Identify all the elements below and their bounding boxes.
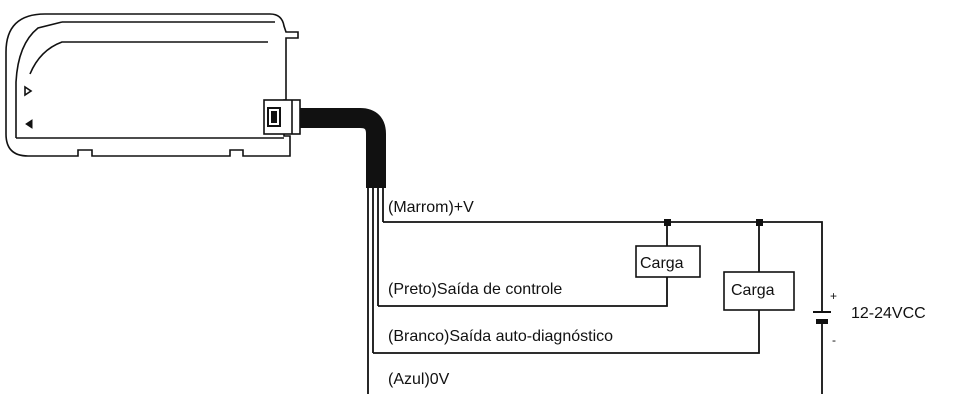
power-supply: + - 12-24VCC — [813, 289, 926, 347]
load-2: Carga — [723, 271, 795, 311]
wire-black-label: (Preto)Saída de controle — [388, 281, 562, 298]
wire-white-label: (Branco)Saída auto-diagnóstico — [388, 328, 613, 345]
sensor-cable — [300, 108, 386, 188]
junction-dot-load-1 — [664, 219, 671, 226]
supply-voltage-label: 12-24VCC — [851, 305, 926, 322]
load-1-box — [635, 245, 701, 278]
load-1-label: Carga — [640, 255, 684, 272]
wire-brown-label: (Marrom)+V — [388, 199, 474, 216]
indicator-left-icon — [25, 119, 33, 129]
wire-brown-line — [383, 221, 823, 312]
sensor-cover-curve — [15, 21, 63, 83]
cable-connector — [263, 99, 301, 135]
sensor-body-outline — [5, 13, 299, 157]
load-2-box — [723, 271, 795, 311]
wire-black-line — [378, 277, 668, 307]
wire-leads — [367, 188, 384, 394]
indicator-right-icon — [24, 85, 33, 97]
sensor-amplifier — [5, 13, 299, 157]
sensor-cover-inner-curve — [29, 41, 268, 75]
connector-plug-core — [271, 111, 277, 123]
load-1: Carga — [635, 245, 701, 278]
battery-minus-sign: - — [832, 333, 836, 347]
wire-blue-label: (Azul)0V — [388, 371, 450, 388]
junction-dot-load-2 — [756, 219, 763, 226]
load-2-label: Carga — [731, 282, 775, 299]
battery-short-plate — [816, 319, 828, 324]
battery-plus-sign: + — [830, 289, 837, 303]
wire-white-line — [373, 310, 760, 354]
